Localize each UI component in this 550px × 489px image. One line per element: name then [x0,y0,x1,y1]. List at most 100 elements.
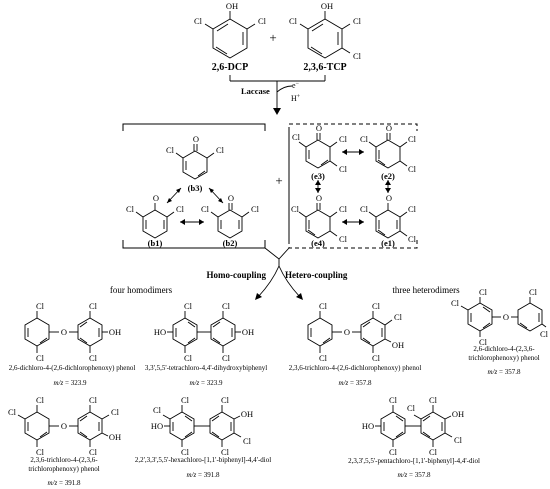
atom-cl: Cl [319,353,328,363]
product-p5-name-line1: 2,3,6-trichloro-4-(2,3,6- [30,456,98,464]
product-p4-name-line1: 2,6-dichloro-4-(2,3,6- [473,345,535,353]
product-p1-structure: Cl Cl O Cl Cl OH [24,301,121,363]
atom-cl: Cl [408,234,417,244]
atom-cl: Cl [181,447,190,457]
atom-cl: Cl [479,287,488,297]
atom-cl: Cl [36,353,45,363]
atom-o: O [386,193,392,203]
atom-cl: Cl [389,447,398,457]
product-p2-structure: HO Cl Cl Cl Cl OH [154,301,254,363]
product-p6-name: 2,2',3,3',5,5'-hexachloro-[1,1'-biphenyl… [135,456,271,464]
product-p7-name: 2,3,3',5,5'-pentachloro-[1,1'-biphenyl]-… [348,457,480,465]
product-p7-mz: m/z = 357.8 [398,471,431,479]
atom-cl: Cl [258,16,267,26]
atom-o: O [193,134,199,144]
atom-oh: OH [392,340,404,350]
atom-oh: OH [226,1,238,11]
atom-o: O [61,421,67,431]
atom-oh: OH [452,409,464,419]
atom-cl: Cl [184,353,193,363]
coupling-arrows [255,247,303,300]
atom-oh: OH [241,409,253,419]
atom-cl: Cl [429,395,438,405]
intermediate-e2-label: (e2) [381,171,395,181]
atom-cl: Cl [451,298,460,308]
atom-o: O [316,123,322,133]
enzyme-label: Laccase [241,86,270,96]
intermediate-e1: O Cl Cl Cl (e1) [360,193,417,248]
atom-cl: Cl [479,337,488,347]
atom-cl: Cl [407,403,416,413]
atom-cl: Cl [243,436,252,446]
atom-cl: Cl [36,301,45,311]
plus-sign: + [275,173,282,188]
intermediate-box-right [288,123,418,249]
intermediate-box-left [122,123,266,249]
reactant-dcp-structure: OH Cl Cl [194,1,267,59]
atom-cl: Cl [529,287,538,297]
atom-cl: Cl [339,164,348,174]
svg-text:H+: H+ [291,94,301,103]
atom-cl: Cl [408,134,417,144]
atom-cl: Cl [339,234,348,244]
heterodimers-heading: three heterodimers [392,285,460,295]
homo-coupling-label: Homo-coupling [206,270,266,280]
atom-cl: Cl [372,301,381,311]
atom-o: O [316,193,322,203]
atom-cl: Cl [353,16,362,26]
atom-cl: Cl [394,312,403,322]
atom-cl: Cl [291,204,300,214]
atom-oh: OH [321,1,333,11]
atom-cl: Cl [216,145,225,155]
reactant-tcp-structure: OH Cl Cl Cl [289,1,362,61]
atom-o: O [228,193,234,203]
atom-o: O [61,327,67,337]
atom-o: O [344,327,350,337]
intermediate-b2: O Cl Cl (b2) [201,193,260,248]
intermediate-b3-label: (b3) [188,183,203,193]
product-p2-name: 3,3',5,5'-tetrachloro-4,4'-dihydroxybiph… [145,364,267,372]
reaction-arrow [229,75,326,115]
atom-cl: Cl [36,447,45,457]
atom-o: O [503,312,509,322]
atom-cl: Cl [360,204,369,214]
svg-text:e−: e− [292,81,300,90]
atom-cl: Cl [339,204,348,214]
atom-cl: Cl [89,301,98,311]
atom-cl: Cl [251,204,260,214]
reactant-tcp-label: 2,3,6-TCP [303,62,346,73]
atom-cl: Cl [372,353,381,363]
atom-cl: Cl [111,407,120,417]
atom-ho: HO [362,421,374,431]
intermediate-b1: O Cl Cl (b1) [126,193,185,248]
atom-cl: Cl [429,447,438,457]
atom-cl: Cl [89,353,98,363]
atom-cl: Cl [289,16,298,26]
atom-cl: Cl [184,301,193,311]
hetero-coupling-label: Hetero-coupling [285,270,348,280]
intermediate-e3: O Cl Cl Cl (e3) [292,123,348,181]
intermediate-b2-label: (b2) [223,238,238,248]
atom-cl: Cl [36,395,45,405]
resonance-arrows-right [315,149,391,225]
atom-cl: Cl [181,395,190,405]
atom-cl: Cl [201,204,210,214]
product-p6-mz: m/z = 391.8 [187,471,220,479]
reactant-dcp-label: 2,6-DCP [212,62,248,73]
atom-oh: OH [109,432,121,442]
electron-proton-label: e− H+ [291,81,301,103]
atom-cl: Cl [339,134,348,144]
resonance-arrows-left [166,187,224,225]
product-p5-structure: Cl Cl Cl O Cl Cl Cl OH [8,395,121,457]
atom-oh: OH [242,327,254,337]
atom-cl: Cl [89,447,98,457]
atom-cl: Cl [360,134,369,144]
product-p4-name-line2: trichlorophenoxy) phenol [468,354,539,362]
atom-cl: Cl [166,145,175,155]
product-p1-name: 2,6-dichloro-4-(2,6-dichlorophenoxy) phe… [9,364,136,372]
atom-cl: Cl [221,395,230,405]
intermediate-e2: O Cl Cl Cl (e2) [360,123,417,181]
atom-o: O [386,123,392,133]
intermediate-e4: O Cl Cl Cl (e4) [291,193,348,248]
